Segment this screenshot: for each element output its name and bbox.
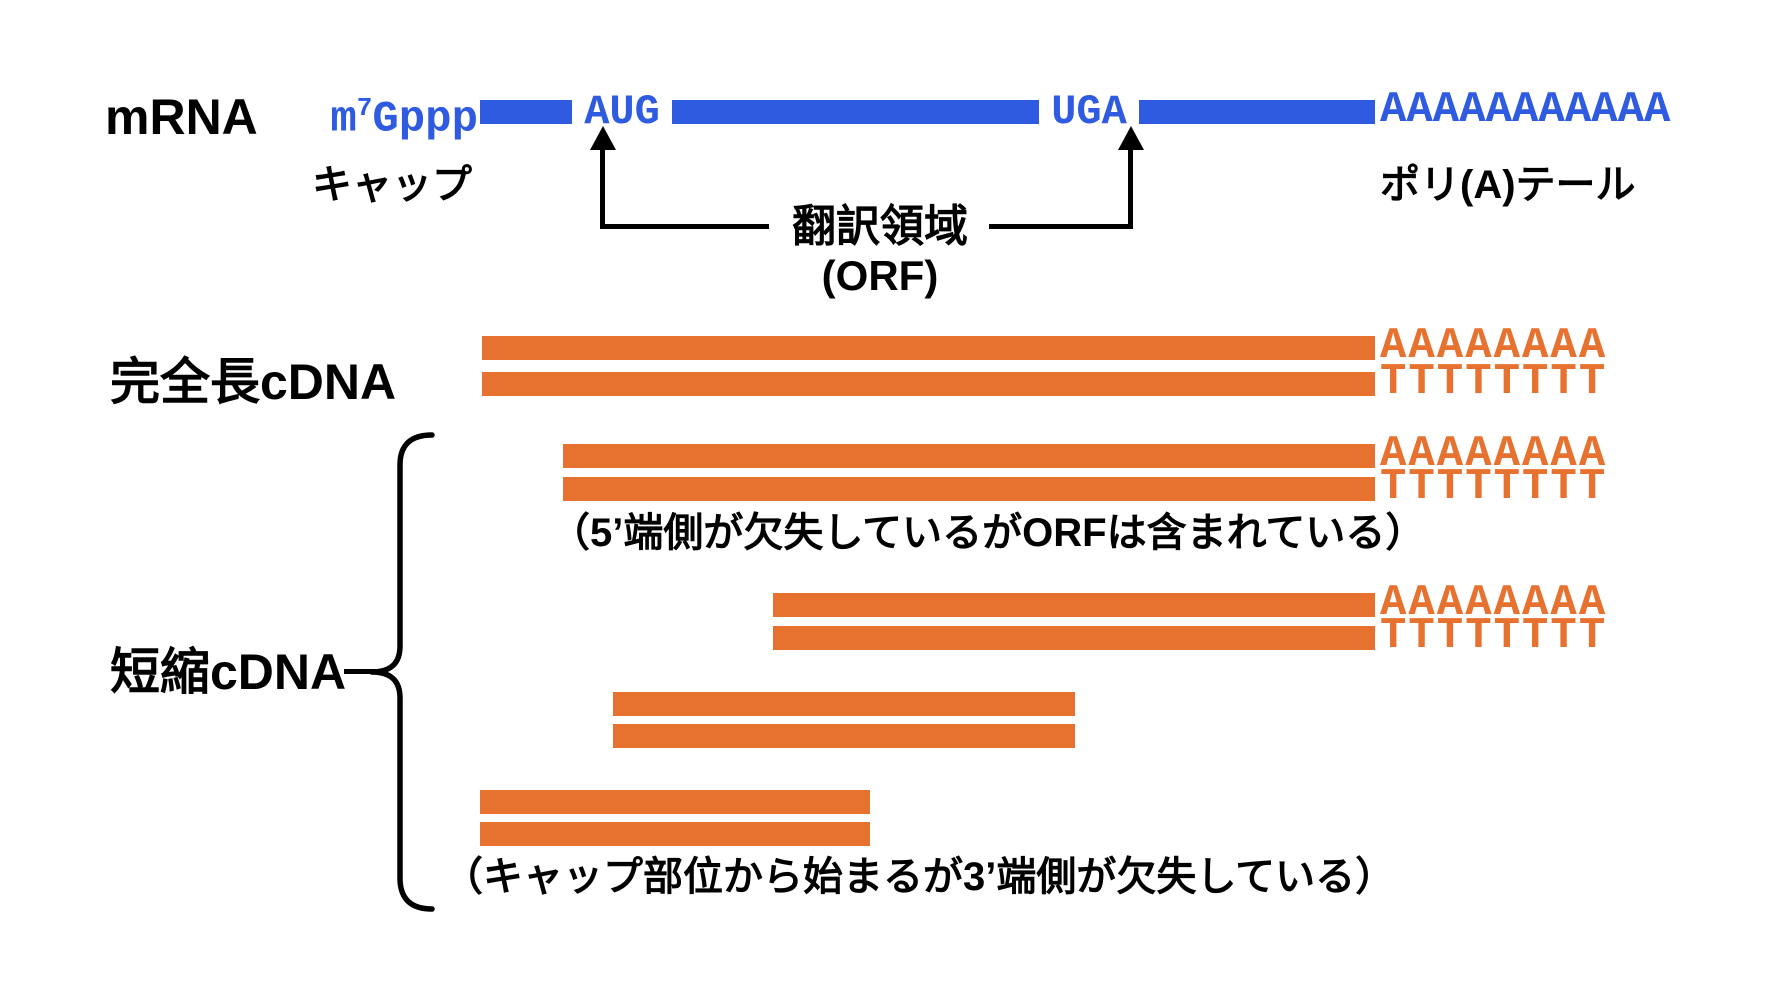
start-codon-label: AUG	[572, 90, 672, 134]
orf-label-block: 翻訳領域 (ORF)	[670, 202, 1090, 300]
truncated-clone2-polya-tail: AAAAAAAA	[1380, 578, 1608, 628]
truncated-clone1-polyt-tail: TTTTTTTT	[1380, 462, 1608, 512]
orf-left-connector-line	[600, 224, 769, 229]
note-5prime: （5’端側が欠失しているがORFは含まれている）	[550, 511, 1426, 555]
cap-annotation: キャップ	[312, 163, 472, 207]
cap-tail: Gppp	[372, 94, 478, 145]
mrna-polya-sequence: AAAAAAAAAAA	[1380, 85, 1671, 135]
truncated-label-connector-line	[344, 669, 376, 674]
truncated-clone4-top-strand	[480, 790, 870, 814]
truncated-clone3-bottom-strand	[613, 724, 1075, 748]
truncated-clone3-top-strand	[613, 692, 1075, 716]
up-arrow-icon	[590, 126, 616, 150]
mrna-label: mRNA	[105, 89, 258, 145]
truncated-clone4-bottom-strand	[480, 822, 870, 846]
full-length-polya-tail: AAAAAAAA	[1380, 321, 1608, 371]
orf-label: 翻訳領域	[792, 202, 968, 251]
truncated-clone2-polyt-tail: TTTTTTTT	[1380, 611, 1608, 661]
cap-sequence-text: m7Gppp	[290, 86, 478, 142]
orf-right-connector-line	[989, 224, 1133, 229]
note-3prime: （キャップ部位から始まるが3’端側が欠失している）	[443, 855, 1396, 899]
cap-base: m	[330, 94, 357, 145]
truncated-clone1-polya-tail: AAAAAAAA	[1380, 429, 1608, 479]
orf-sublabel: (ORF)	[821, 252, 939, 299]
orf-right-arrow-shaft	[1128, 148, 1133, 226]
orf-left-arrow-shaft	[600, 148, 605, 226]
truncated-clone1-bottom-strand	[563, 477, 1375, 501]
cap-superscript: 7	[356, 93, 373, 123]
full-length-top-strand	[482, 336, 1375, 360]
stop-codon-label: UGA	[1039, 90, 1139, 134]
up-arrow-icon	[1118, 126, 1144, 150]
truncated-clone1-top-strand	[563, 444, 1375, 468]
full-length-bottom-strand	[482, 372, 1375, 396]
full-length-cdna-label: 完全長cDNA	[110, 354, 397, 410]
polya-annotation: ポリ(A)テール	[1380, 163, 1636, 207]
truncated-clone2-bottom-strand	[773, 626, 1375, 650]
truncated-clone2-top-strand	[773, 593, 1375, 617]
truncated-cdna-label: 短縮cDNA	[110, 644, 347, 700]
full-length-polyt-tail: TTTTTTTT	[1380, 357, 1608, 407]
